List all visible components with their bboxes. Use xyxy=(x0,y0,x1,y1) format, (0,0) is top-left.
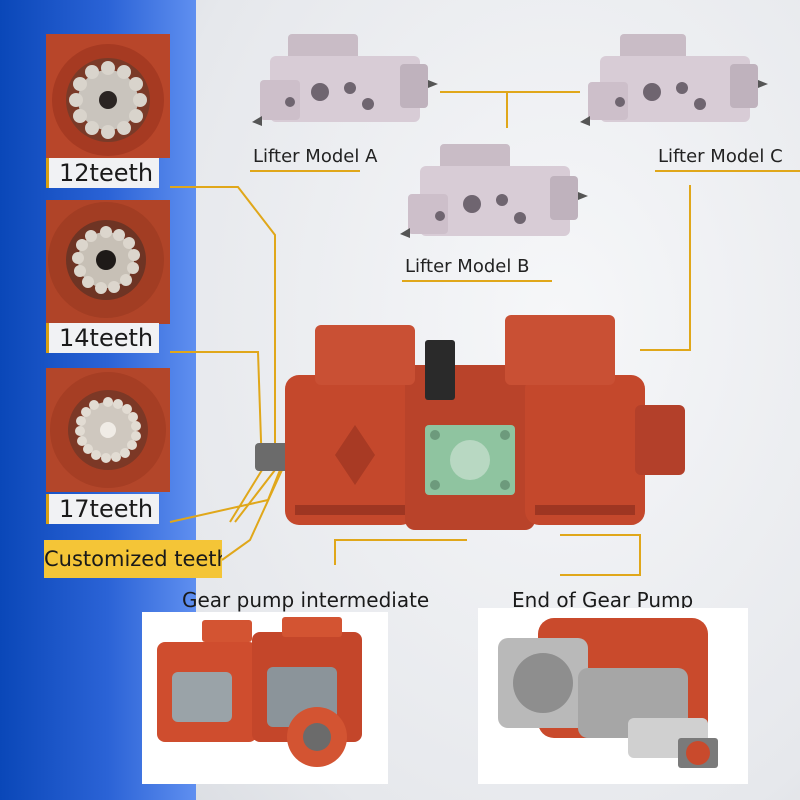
label-14teeth: 14teeth xyxy=(46,323,160,353)
lifter-model-b-image xyxy=(400,144,588,238)
lifter-model-a-image xyxy=(252,34,438,126)
underline-model-c xyxy=(655,170,800,172)
caption-gear-pump-intermediate: Gear pump intermediate xyxy=(182,588,430,612)
connector-12teeth xyxy=(170,186,276,523)
label-lifter-model-a: Lifter Model A xyxy=(253,146,378,167)
underline-model-b xyxy=(402,280,552,282)
label-lifter-model-c: Lifter Model C xyxy=(658,146,783,167)
connector-intermediate xyxy=(334,539,467,565)
connector-14teeth xyxy=(170,351,264,523)
gear-photo-14 xyxy=(46,200,170,324)
gear-photo-12 xyxy=(46,34,170,158)
label-12teeth: 12teeth xyxy=(46,158,160,188)
label-customized-teeth: Customized teeth xyxy=(44,540,222,578)
label-lifter-model-b: Lifter Model B xyxy=(405,256,530,277)
underline-model-a xyxy=(250,170,360,172)
connector-c-pump xyxy=(640,185,691,351)
connector-end xyxy=(560,534,641,576)
label-17teeth: 17teeth xyxy=(46,494,160,524)
gear-photo-17 xyxy=(46,368,170,492)
intermediate-photo xyxy=(142,612,388,784)
main-pump-image xyxy=(255,315,685,530)
connector-custom xyxy=(221,469,283,561)
lifter-model-c-image xyxy=(580,34,768,126)
end-gear-pump-photo xyxy=(478,608,748,784)
